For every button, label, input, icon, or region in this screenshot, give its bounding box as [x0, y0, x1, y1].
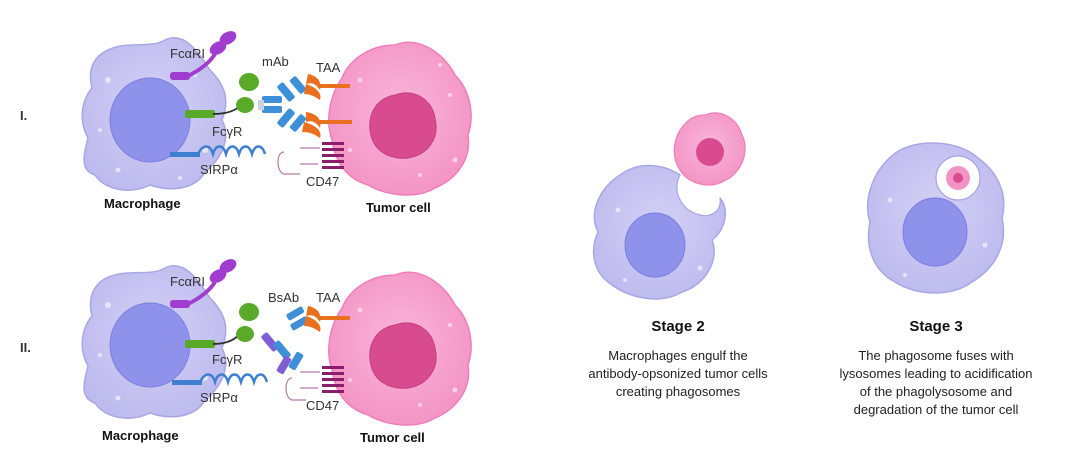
taa-antigen	[304, 306, 350, 332]
stage-2-description: Macrophages engulf the antibody-opsonize…	[558, 347, 798, 401]
fcari-label: FcαRI	[170, 274, 205, 289]
taa-label: TAA	[316, 60, 341, 75]
stage-2-line: creating phagosomes	[615, 384, 741, 399]
panel-1-number: I.	[20, 108, 28, 123]
tumor-granules	[348, 307, 458, 407]
stage-3-illustration	[866, 142, 1005, 294]
fcari-receptor	[170, 31, 237, 80]
stage-3-line: degradation of the tumor cell	[853, 402, 1019, 417]
macrophage-nucleus	[109, 77, 191, 163]
cd47-label: CD47	[306, 398, 340, 413]
fcgr-receptor	[185, 73, 259, 118]
sirpa-receptor	[170, 145, 267, 159]
sirpa-label: SIRPα	[200, 162, 238, 177]
stage-3-line: The phagosome fuses with	[858, 348, 1014, 363]
fcgr-label: FcγR	[212, 352, 243, 367]
cd47-label: CD47	[306, 174, 340, 189]
mab-label: mAb	[262, 54, 289, 69]
taa-antigen	[302, 74, 352, 138]
cd47-marker	[285, 366, 344, 401]
stage-3-title: Stage 3	[909, 318, 963, 335]
macrophage-nucleus	[902, 197, 968, 267]
bsab-label: BsAb	[268, 290, 300, 305]
fcgr-receptor	[185, 303, 259, 348]
fcgr-label: FcγR	[212, 124, 243, 139]
macrophage-label: Macrophage	[102, 428, 179, 443]
sirpa-receptor	[172, 373, 269, 387]
taa-label: TAA	[316, 290, 341, 305]
fcari-receptor	[170, 259, 237, 308]
panel-2	[81, 259, 472, 426]
tumor-cell-label: Tumor cell	[360, 430, 425, 445]
cd47-marker	[277, 142, 344, 175]
tumor-granules	[348, 63, 458, 177]
macrophage-nucleus	[624, 212, 686, 278]
tumor-cell-label: Tumor cell	[366, 200, 431, 215]
stage-3-description: The phagosome fuses with lysosomes leadi…	[816, 347, 1056, 419]
macrophage-label: Macrophage	[104, 196, 181, 211]
target-tumor-nucleus	[696, 138, 724, 166]
tumor-nucleus	[369, 322, 437, 389]
stage-2-line: antibody-opsonized tumor cells	[588, 366, 768, 381]
stage-2-line: Macrophages engulf the	[608, 348, 748, 363]
tumor-nucleus	[369, 92, 437, 159]
mab-antibody	[258, 76, 307, 132]
panel-2-number: II.	[20, 340, 31, 355]
stage-2-title: Stage 2	[651, 318, 705, 335]
fcari-label: FcαRI	[170, 46, 205, 61]
panel-1	[81, 31, 472, 196]
stage-2-illustration	[592, 112, 746, 300]
sirpa-label: SIRPα	[200, 390, 238, 405]
macrophage-nucleus	[109, 302, 191, 388]
stage-3-line: of the phagolysosome and	[859, 384, 1013, 399]
stage-3-line: lysosomes leading to acidification	[839, 366, 1033, 381]
bsab-antibody	[261, 306, 309, 375]
